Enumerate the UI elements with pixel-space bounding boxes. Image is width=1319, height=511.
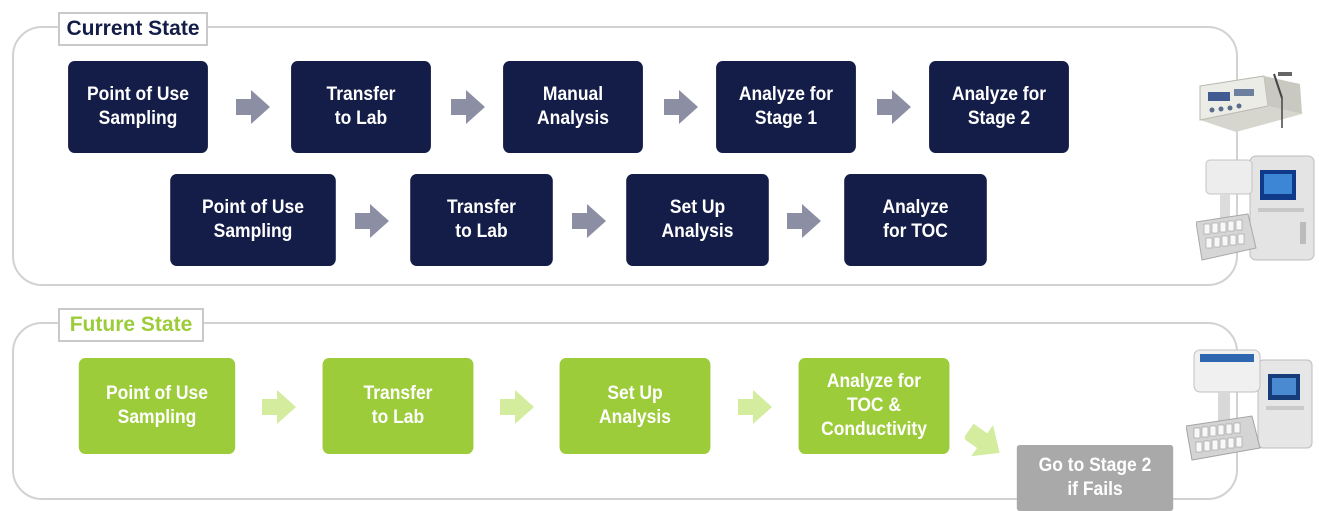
toc-analyzer-autosampler-icon (1196, 155, 1315, 261)
arrow-right-icon (262, 390, 296, 424)
step-transfer-to-lab: Transfer to Lab (291, 61, 431, 153)
step-analyze-for-toc: Analyze for TOC (844, 174, 987, 266)
current-state-panel (12, 26, 1238, 286)
step-set-up-analysis: Set Up Analysis (559, 358, 711, 454)
step-set-up-analysis: Set Up Analysis (626, 174, 769, 266)
step-analyze-stage-2: Analyze for Stage 2 (929, 61, 1069, 153)
toc-conductivity-analyzer-icon (1186, 349, 1313, 461)
future-state-panel (12, 322, 1238, 500)
arrow-down-right-icon (965, 423, 1000, 457)
step-point-of-use-sampling: Point of Use Sampling (170, 174, 336, 266)
step-point-of-use-sampling: Point of Use Sampling (68, 61, 208, 153)
step-transfer-to-lab: Transfer to Lab (410, 174, 553, 266)
arrow-right-icon (451, 90, 485, 124)
step-analyze-stage-1: Analyze for Stage 1 (716, 61, 856, 153)
future-state-title: Future State (58, 308, 204, 342)
arrow-right-icon (500, 390, 534, 424)
arrow-right-icon (236, 90, 270, 124)
arrow-right-icon (738, 390, 772, 424)
arrow-right-icon (877, 90, 911, 124)
arrow-right-icon (787, 204, 821, 238)
current-state-title: Current State (58, 12, 208, 46)
step-transfer-to-lab: Transfer to Lab (322, 358, 474, 454)
conductivity-meter-icon (1199, 72, 1302, 132)
step-manual-analysis: Manual Analysis (503, 61, 643, 153)
step-go-to-stage-2-if-fails: Go to Stage 2 if Fails (1016, 445, 1174, 511)
step-analyze-toc-conductivity: Analyze for TOC & Conductivity (798, 358, 950, 454)
arrow-right-icon (572, 204, 606, 238)
arrow-right-icon (664, 90, 698, 124)
arrow-right-icon (355, 204, 389, 238)
step-point-of-use-sampling: Point of Use Sampling (78, 358, 236, 454)
